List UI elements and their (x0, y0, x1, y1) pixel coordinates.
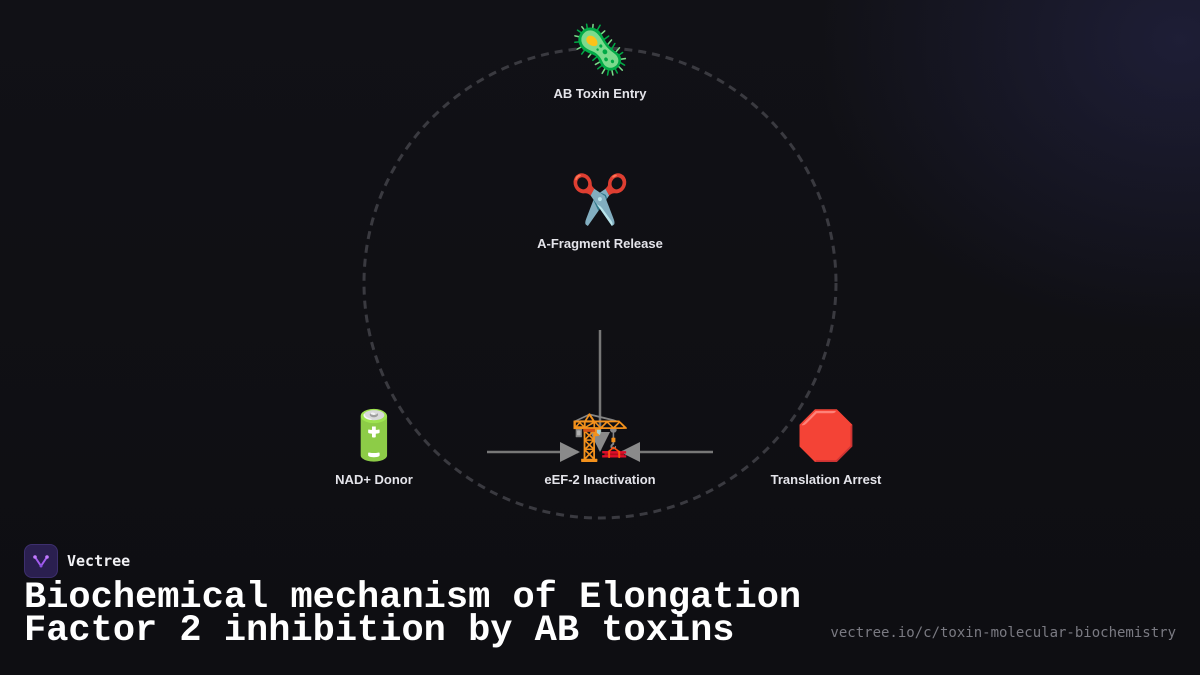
node-label: eEF-2 Inactivation (544, 472, 656, 487)
node-label: AB Toxin Entry (553, 86, 647, 101)
node-a-fragment-release: ✂️ A-Fragment Release (500, 172, 700, 251)
page-title: Biochemical mechanism of Elongation Fact… (24, 577, 802, 652)
node-nad-donor: 🔋 NAD+ Donor (274, 408, 474, 487)
node-translation-arrest: 🛑 Translation Arrest (726, 408, 926, 487)
microbe-icon: 🦠 (570, 22, 630, 78)
scissors-icon: ✂️ (570, 172, 630, 228)
node-label: A-Fragment Release (537, 236, 663, 251)
cycle-ring (362, 46, 838, 520)
node-label: NAD+ Donor (335, 472, 413, 487)
source-url[interactable]: vectree.io/c/toxin-molecular-biochemistr… (830, 625, 1176, 641)
stop-sign-icon: 🛑 (796, 408, 856, 464)
battery-icon: 🔋 (344, 408, 404, 464)
vectree-logo-icon (24, 544, 58, 578)
node-label: Translation Arrest (770, 472, 882, 487)
crane-icon: 🏗️ (570, 408, 630, 464)
brand-name: Vectree (67, 552, 131, 570)
brand: Vectree (24, 544, 130, 578)
node-eef2-inactivation: 🏗️ eEF-2 Inactivation (500, 408, 700, 487)
node-ab-toxin-entry: 🦠 AB Toxin Entry (500, 22, 700, 101)
